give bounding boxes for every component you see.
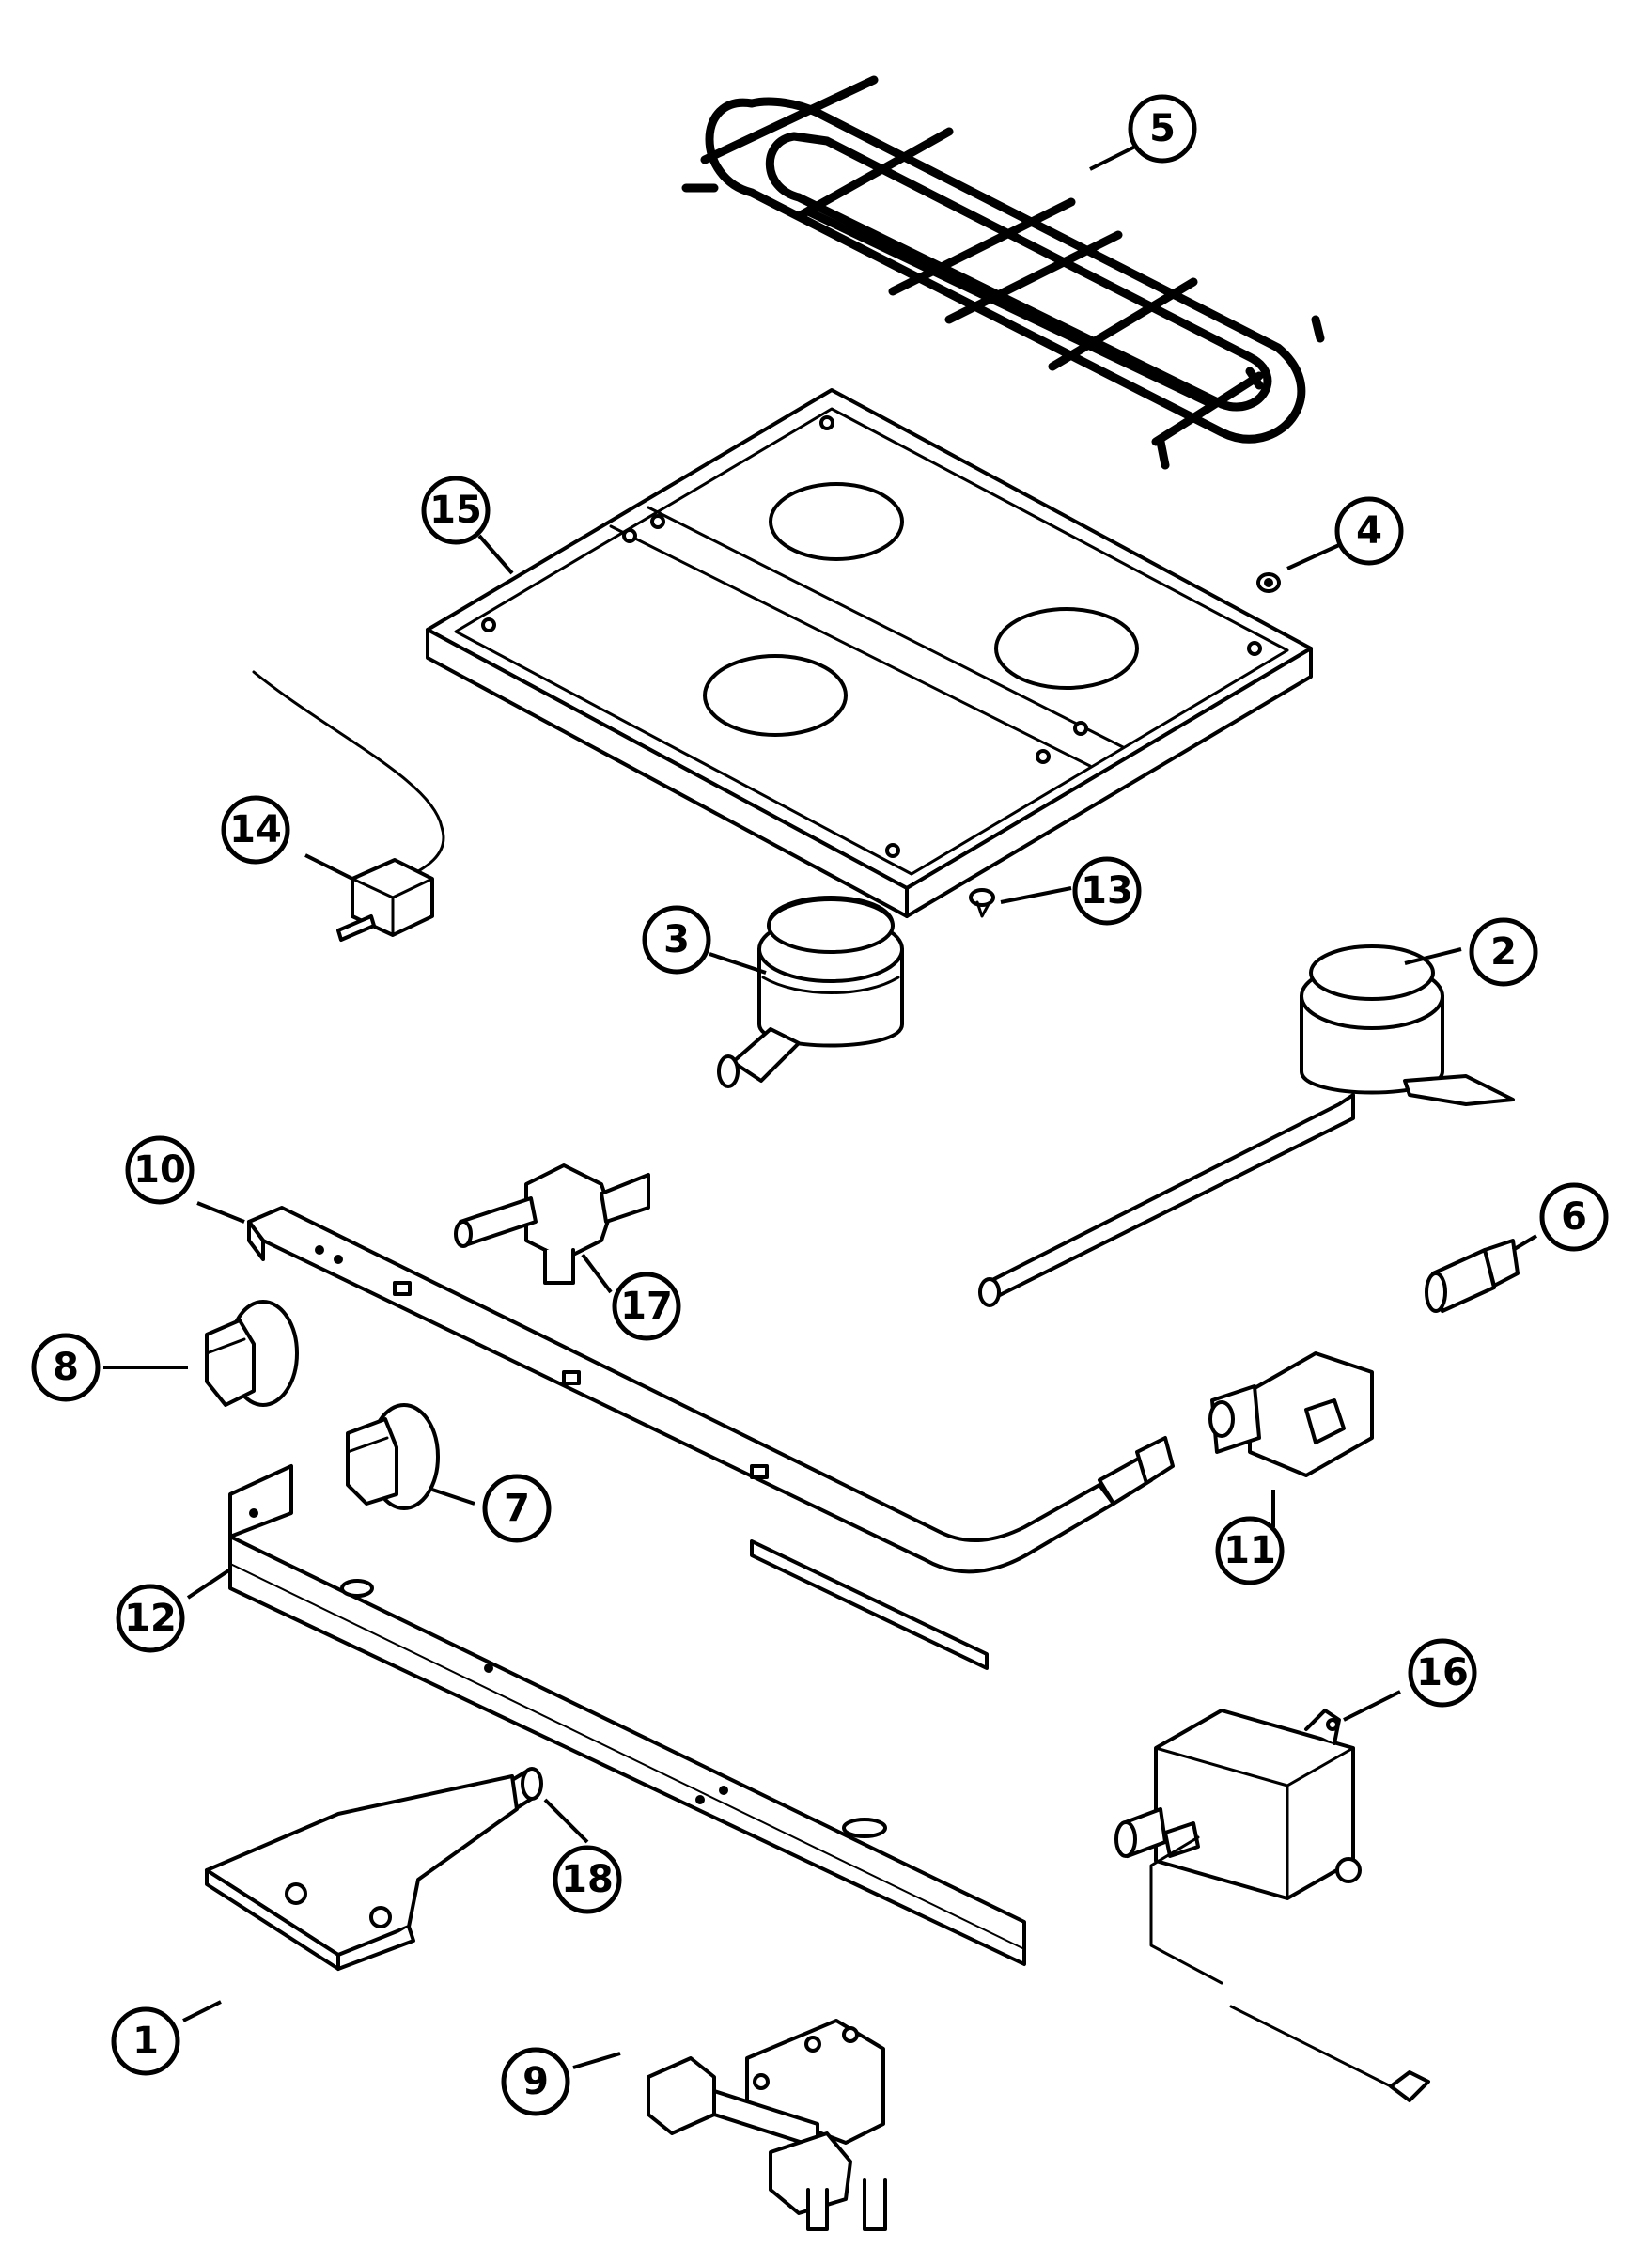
svg-text:2: 2 (1490, 930, 1517, 974)
leader-4 (1286, 543, 1340, 570)
cooktop-panel-part (426, 388, 1313, 918)
oven-thermostat-part (1114, 1709, 1430, 2102)
control-knob-left-part (205, 1300, 299, 1407)
burner-valve-part (454, 1163, 650, 1285)
callout-9: 9 (501, 2047, 570, 2116)
callout-12: 12 (116, 1584, 185, 1653)
pressure-regulator-part (1208, 1351, 1374, 1477)
callout-15: 15 (421, 476, 491, 545)
leader-5 (1089, 144, 1138, 171)
callout-10: 10 (125, 1135, 195, 1205)
callout-2: 2 (1469, 917, 1538, 987)
leader-16 (1343, 1690, 1401, 1722)
leader-17 (581, 1253, 613, 1294)
svg-text:16: 16 (1416, 1651, 1469, 1694)
leader-13 (1000, 886, 1072, 904)
leader-3 (709, 952, 767, 975)
callout-4: 4 (1334, 496, 1404, 566)
callout-1: 1 (111, 2006, 180, 2076)
manifold-bracket-part (228, 1464, 1026, 1966)
callout-8: 8 (31, 1333, 101, 1402)
callout-13: 13 (1072, 856, 1142, 926)
callout-5: 5 (1128, 94, 1197, 164)
callout-7: 7 (482, 1474, 552, 1543)
leader-12 (186, 1568, 232, 1600)
leader-lines (103, 144, 1538, 2069)
leader-9 (572, 2052, 621, 2069)
svg-text:9: 9 (522, 2060, 549, 2103)
callout-16: 16 (1408, 1638, 1477, 1708)
svg-text:12: 12 (124, 1597, 177, 1640)
svg-text:5: 5 (1149, 107, 1176, 150)
callout-17: 17 (612, 1272, 681, 1341)
svg-text:3: 3 (663, 918, 690, 961)
svg-text:6: 6 (1561, 1195, 1587, 1239)
svg-text:10: 10 (133, 1148, 186, 1192)
svg-text:1: 1 (132, 2020, 159, 2063)
svg-text:18: 18 (561, 1858, 614, 1901)
fitting-part (1425, 1239, 1520, 1313)
callout-18: 18 (553, 1845, 622, 1914)
burner-grate-part (681, 75, 1325, 470)
svg-text:14: 14 (229, 808, 282, 851)
svg-text:15: 15 (429, 489, 482, 532)
leader-18 (543, 1798, 589, 1844)
leader-10 (196, 1201, 245, 1224)
oven-burner-part (205, 1774, 519, 1971)
svg-text:4: 4 (1356, 509, 1382, 553)
control-knob-right-part (346, 1403, 440, 1510)
callout-6: 6 (1539, 1182, 1609, 1252)
surface-burner-right-part (978, 944, 1515, 1307)
screw-part (969, 888, 995, 918)
thermostat-switch-part (252, 670, 445, 942)
leader-14 (304, 853, 353, 881)
surface-burner-left-part (717, 896, 904, 1088)
nut-part (1256, 572, 1281, 593)
callout-14: 14 (221, 795, 290, 865)
svg-text:7: 7 (504, 1487, 530, 1530)
svg-text:17: 17 (620, 1285, 673, 1328)
callout-11: 11 (1215, 1516, 1285, 1585)
leader-2 (1404, 947, 1462, 965)
manifold-pipe-part (247, 1206, 1175, 1670)
leader-1 (182, 2000, 222, 2022)
leader-15 (477, 534, 514, 575)
leader-6 (1511, 1234, 1538, 1252)
svg-text:8: 8 (53, 1346, 79, 1389)
svg-text:11: 11 (1223, 1529, 1276, 1572)
svg-text:13: 13 (1081, 869, 1133, 913)
igniter-assembly-part (647, 2019, 887, 2231)
leader-7 (431, 1488, 475, 1506)
callout-3: 3 (642, 905, 711, 975)
